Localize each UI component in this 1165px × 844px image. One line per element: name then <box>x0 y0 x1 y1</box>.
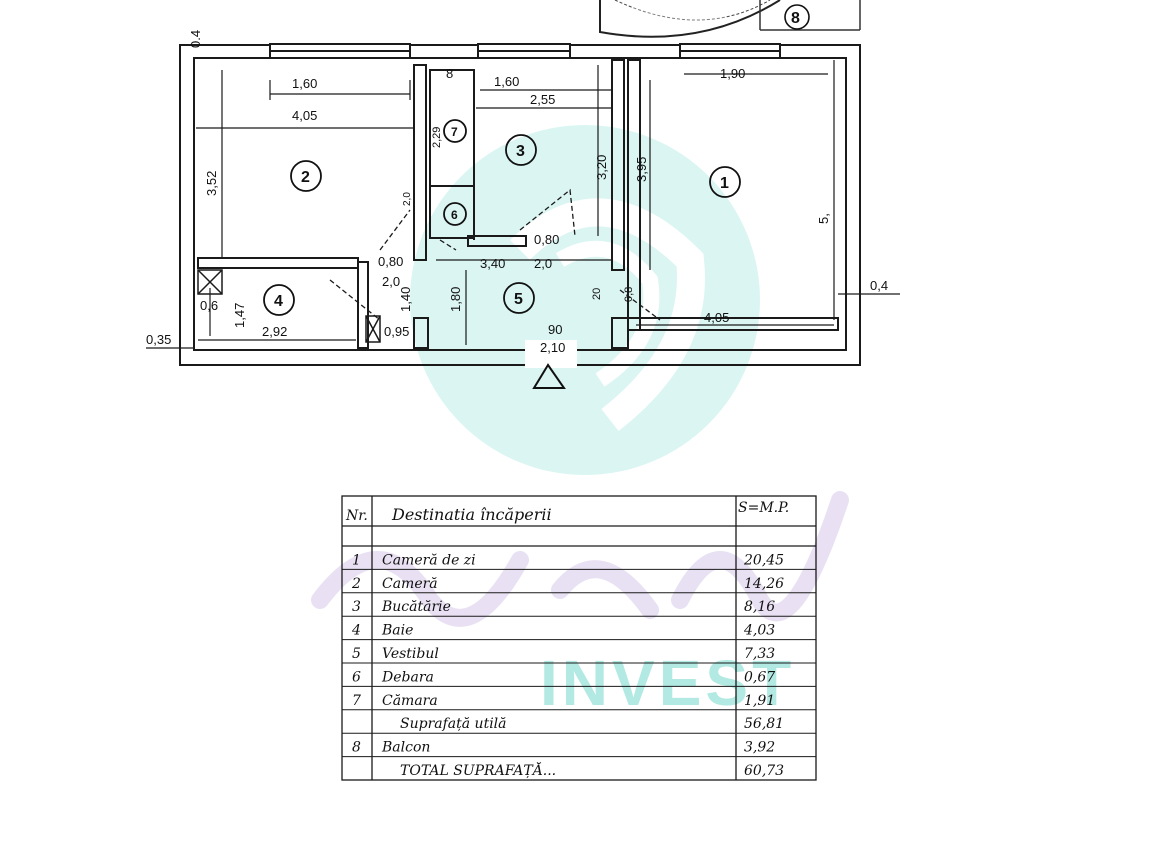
dim-2-10: 2,10 <box>540 340 565 355</box>
dim-1-80: 1,80 <box>448 287 463 312</box>
dim-3-52: 3,52 <box>204 171 219 196</box>
entrance-marker <box>532 363 566 389</box>
table-cell-nr: 7 <box>352 693 361 709</box>
dim-0-4-right: 0,4 <box>870 278 888 293</box>
room-8-label: 8 <box>791 10 800 27</box>
table-cell-area: 56,81 <box>744 716 784 732</box>
windows <box>269 43 781 59</box>
dim-8: 8 <box>446 66 453 81</box>
watermark-script <box>311 491 849 627</box>
table-cell-nr: 4 <box>351 623 361 639</box>
watermark-emblem <box>410 125 760 475</box>
room-3-label: 3 <box>516 143 525 160</box>
table-cell-nr: 2 <box>351 576 361 592</box>
table-header-dest: Destinatia încăperii <box>391 505 552 524</box>
door-swings <box>329 188 661 321</box>
table-cell-nr: 5 <box>352 646 361 662</box>
table-cell-area: 1,91 <box>744 693 775 709</box>
dim-2-0-c: 2,0 <box>402 192 413 206</box>
room-2-label: 2 <box>301 169 310 186</box>
dim-3-20: 3,20 <box>594 155 609 180</box>
dimension-lines <box>146 60 900 349</box>
dim-1-60-b: 1,60 <box>494 74 519 89</box>
room-1-label: 1 <box>720 175 729 192</box>
dim-3-40: 3,40 <box>480 256 505 271</box>
table-cell-nr: 3 <box>352 599 361 615</box>
table-cell-name: Cămara <box>382 693 438 709</box>
dim-2-92: 2,92 <box>262 324 287 339</box>
table-cell-area: 3,92 <box>744 740 775 756</box>
dim-5: 5, <box>816 213 831 224</box>
table-cell-area: 60,73 <box>744 763 784 779</box>
dim-2-29: 2,29 <box>431 127 443 148</box>
entrance-gap <box>525 340 577 368</box>
watermark-invest: INVEST <box>540 647 795 719</box>
table-cell-name: Vestibul <box>382 646 439 662</box>
table-cell-name: Baie <box>381 623 413 639</box>
dim-2-0-a: 2,0 <box>534 256 552 271</box>
table-cell-area: 7,33 <box>744 646 775 662</box>
dim-0-80-b: 0,80 <box>378 254 403 269</box>
room-markers <box>263 119 741 316</box>
dim-4-05-b: 4,05 <box>704 310 729 325</box>
table-cell-area: 14,26 <box>744 576 784 592</box>
table-cell-name: Suprafață utilă <box>400 716 507 732</box>
table-cell-name: Debara <box>381 669 434 685</box>
dim-90: 90 <box>548 322 562 337</box>
interior-walls <box>197 59 839 349</box>
dim-20-vert: 20 <box>591 288 603 300</box>
dim-2-0-b: 2,0 <box>382 274 400 289</box>
table-cell-area: 20,45 <box>743 552 784 568</box>
table-cell-name: Cameră <box>382 576 438 592</box>
table-cell-area: 4,03 <box>743 623 775 639</box>
table-cell-area: 0,67 <box>744 669 775 685</box>
table-header-nr: Nr. <box>345 508 368 524</box>
table-cell-nr: 6 <box>352 669 361 685</box>
dim-0-95: 0,95 <box>384 324 409 339</box>
bath-fixtures <box>197 269 381 343</box>
table-cell-name: Bucătărie <box>381 599 451 615</box>
dim-1-40: 1,40 <box>398 287 413 312</box>
room-6-label: 6 <box>451 208 458 222</box>
dim-0-6: 0,6 <box>200 298 218 313</box>
table-cell-name: Balcon <box>381 740 430 756</box>
table-cell-name: Cameră de zi <box>382 552 476 568</box>
table-header-area: S=M.P. <box>738 500 789 516</box>
dim-2-55: 2,55 <box>530 92 555 107</box>
dim-0-4-top: 0.4 <box>188 30 203 48</box>
room-4-label: 4 <box>274 293 283 310</box>
room-8-marker <box>784 4 810 30</box>
stamp-seal <box>599 0 861 38</box>
dim-0-8-vert: 0,8 <box>623 287 635 302</box>
dim-0-80-a: 0,80 <box>534 232 559 247</box>
table-cell-nr: 8 <box>352 740 361 756</box>
table-cell-area: 8,16 <box>744 599 775 615</box>
dim-1-47: 1,47 <box>232 303 247 328</box>
dim-4-05-a: 4,05 <box>292 108 317 123</box>
room-5-label: 5 <box>514 291 523 308</box>
dim-0-35: 0,35 <box>146 332 171 347</box>
table-cell-name: TOTAL SUPRAFAȚĂ... <box>400 761 556 779</box>
room-7-label: 7 <box>451 125 458 139</box>
dim-3-95: 3,95 <box>634 157 649 182</box>
dim-1-90: 1,90 <box>720 66 745 81</box>
dim-1-60-a: 1,60 <box>292 76 317 91</box>
table-cell-nr: 1 <box>352 552 361 568</box>
